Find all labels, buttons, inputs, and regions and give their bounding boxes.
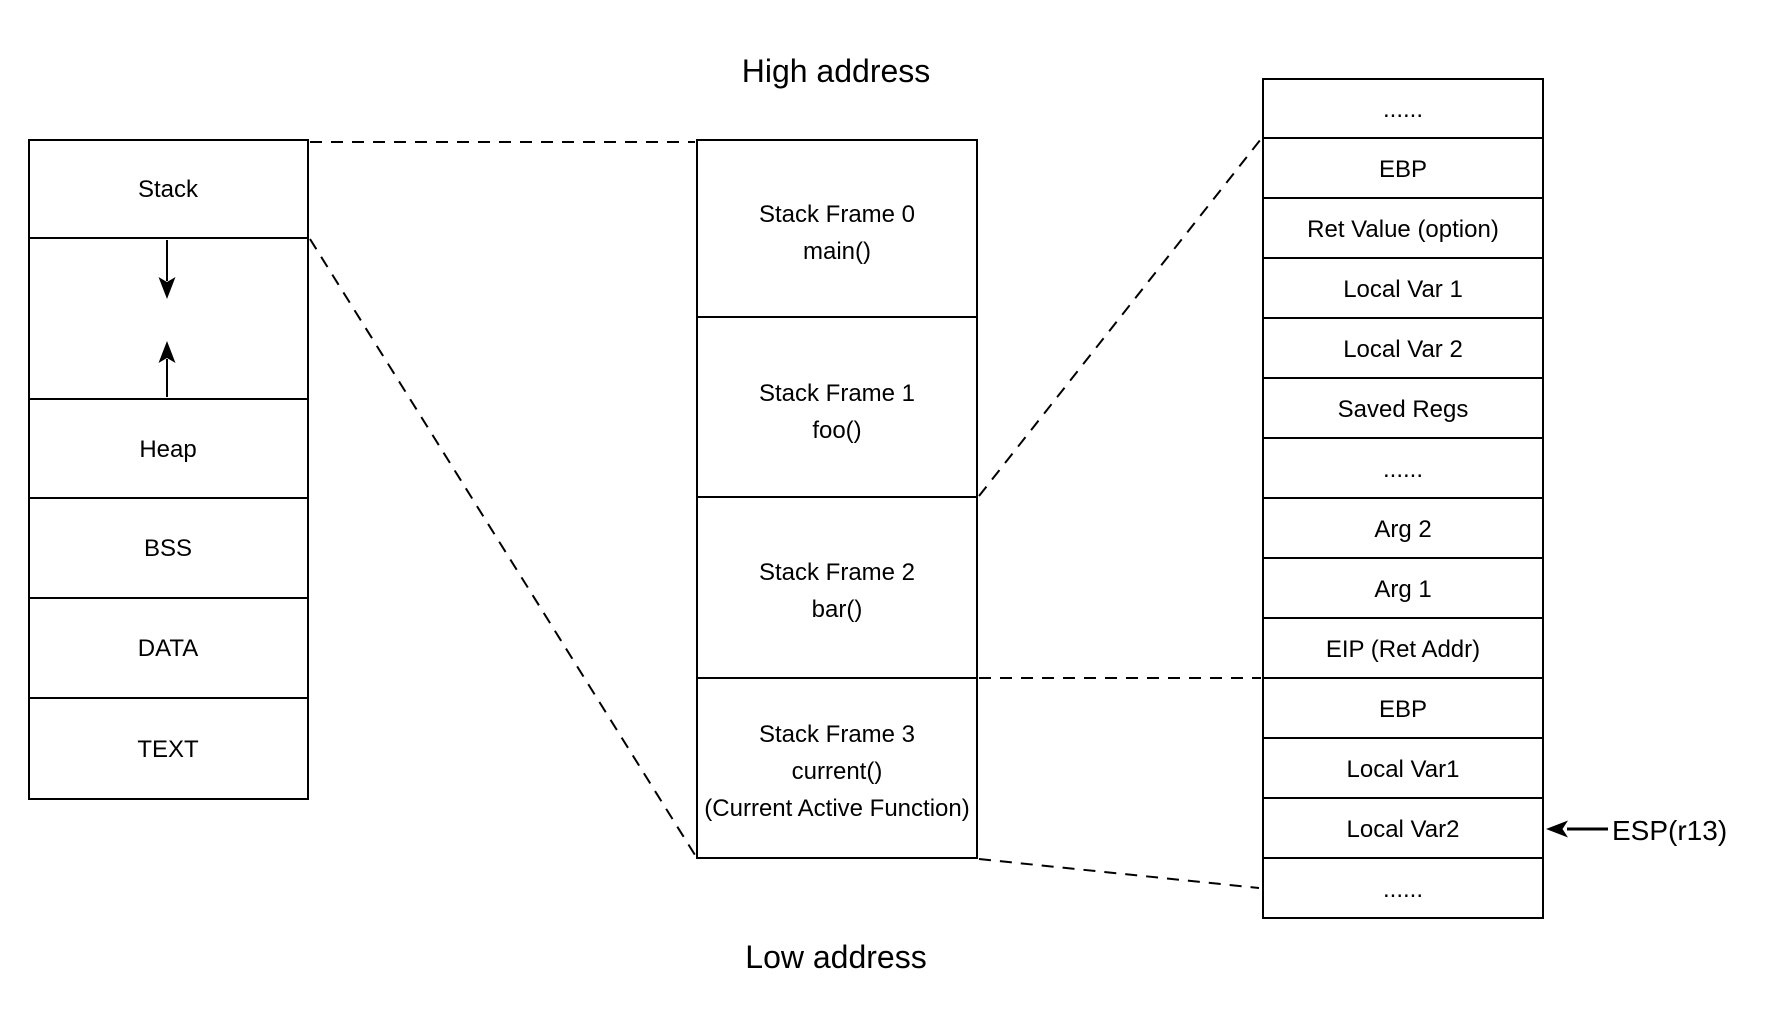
detail-row-ellipsis-top: ...... (1383, 96, 1423, 123)
detail-row-arg-1: Arg 1 (1374, 576, 1431, 603)
frame-note: (Current Active Function) (704, 795, 969, 822)
memory-section-stack: Stack (138, 176, 199, 203)
frame-detail-column: ...... EBP Ret Value (option) Local Var … (1262, 78, 1544, 919)
detail-row-ellipsis-mid: ...... (1383, 456, 1423, 483)
frame-function: foo() (812, 417, 861, 444)
detail-row-local-var1: Local Var1 (1347, 756, 1460, 783)
detail-row-saved-regs: Saved Regs (1338, 396, 1469, 423)
frame-title: Stack Frame 2 (759, 559, 915, 586)
frame-title: Stack Frame 1 (759, 380, 915, 407)
frame-function: main() (803, 238, 871, 265)
frame-title: Stack Frame 3 (759, 721, 915, 748)
memory-map-column: Stack Heap BSS DATA TEXT (28, 139, 309, 800)
connector-stack-bottom (309, 238, 696, 856)
detail-row-ellipsis-bottom: ...... (1383, 876, 1423, 903)
stack-frame-0: Stack Frame 0 main() (759, 201, 915, 265)
esp-arrowhead-icon (1546, 820, 1568, 838)
memory-section-text: TEXT (137, 736, 199, 763)
detail-row-local-var-1: Local Var 1 (1343, 276, 1463, 303)
memory-section-heap: Heap (139, 436, 196, 463)
stack-frame-2: Stack Frame 2 bar() (759, 559, 915, 623)
stack-grows-down-arrow (158, 240, 176, 299)
connector-lines (309, 138, 1262, 889)
low-address-label: Low address (745, 939, 926, 975)
connector-frame2-top (978, 138, 1262, 497)
call-stack-outline (696, 139, 978, 859)
high-address-label: High address (742, 53, 931, 89)
connector-frame3-bottom (978, 858, 1260, 889)
detail-row-eip-ret-addr: EIP (Ret Addr) (1326, 636, 1480, 663)
memory-map-outline (28, 139, 309, 800)
detail-row-local-var2: Local Var2 (1347, 816, 1460, 843)
heap-grows-up-arrow (158, 341, 176, 397)
stack-frame-1: Stack Frame 1 foo() (759, 380, 915, 444)
memory-section-bss: BSS (144, 535, 192, 562)
detail-row-ret-value: Ret Value (option) (1307, 216, 1499, 243)
frame-function: bar() (812, 596, 863, 623)
frame-title: Stack Frame 0 (759, 201, 915, 228)
detail-row-local-var-2: Local Var 2 (1343, 336, 1463, 363)
esp-pointer: ESP(r13) (1546, 815, 1727, 846)
stack-frame-3: Stack Frame 3 current() (Current Active … (704, 721, 969, 822)
call-stack-column: Stack Frame 0 main() Stack Frame 1 foo()… (696, 139, 978, 859)
detail-row-arg-2: Arg 2 (1374, 516, 1431, 543)
memory-section-data: DATA (138, 635, 198, 662)
esp-register-label: ESP(r13) (1612, 815, 1727, 846)
detail-row-ebp-current: EBP (1379, 696, 1427, 723)
frame-function: current() (792, 758, 883, 785)
detail-row-ebp-caller: EBP (1379, 156, 1427, 183)
